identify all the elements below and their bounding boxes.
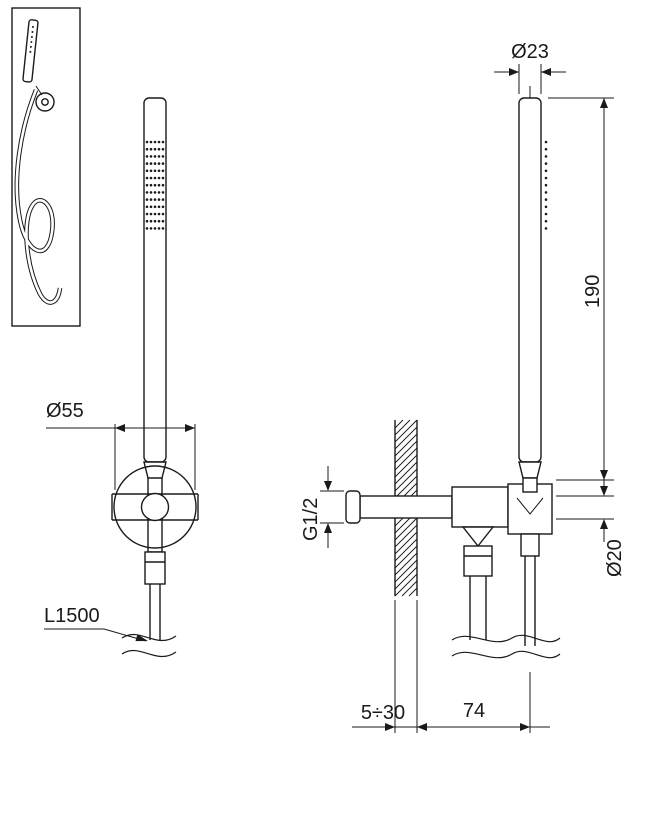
elbow-body — [451, 486, 509, 528]
outlet-nut — [463, 545, 493, 577]
side-handle-taper — [518, 461, 542, 479]
front-handle-taper — [143, 461, 167, 479]
dim-label-wall-offset: 74 — [463, 700, 485, 722]
outlet-cone — [461, 526, 495, 548]
dim-label-handle-length: 190 — [582, 275, 604, 308]
fitting-pipe — [359, 495, 453, 519]
dim-label-front-diameter: Ø55 — [46, 400, 84, 422]
thumbnail-border — [11, 7, 81, 327]
fitting-flange — [345, 490, 361, 524]
front-hose — [121, 584, 177, 658]
side-handle — [518, 97, 542, 463]
thumbnail-spray-dots — [29, 26, 34, 56]
dim-label-wall-range: 5÷30 — [361, 702, 405, 724]
front-dimensions: Ø55 L1500 — [44, 400, 196, 642]
side-handle-hose — [520, 533, 540, 646]
holder-cone-detail — [516, 497, 544, 515]
dim-label-hose-length: L1500 — [44, 605, 100, 627]
thumbnail-holder-hub — [41, 98, 49, 106]
thumbnail-handle — [22, 19, 39, 83]
side-handle-group — [518, 97, 548, 493]
side-hose-break — [451, 634, 561, 659]
thumbnail-inset — [11, 7, 81, 327]
front-spray-dots — [145, 140, 165, 231]
dim-label-side-diameter: Ø23 — [511, 41, 549, 63]
dim-label-thread: G1/2 — [300, 498, 322, 541]
front-hose-break — [121, 633, 177, 642]
thumbnail-holder-arm — [35, 85, 43, 96]
side-dimensions: Ø23 190 Ø20 G1/2 5÷30 74 — [300, 41, 626, 733]
dim-label-outlet-diameter: Ø20 — [604, 539, 626, 577]
side-handle-neck — [522, 477, 538, 493]
front-hose-nut — [144, 551, 166, 585]
front-holder-hub — [140, 492, 170, 522]
handle-hose-nut — [520, 533, 540, 557]
side-elbow-outlet — [461, 526, 495, 640]
thumbnail-holder-ring — [35, 92, 55, 112]
thumbnail-hose — [14, 89, 63, 305]
front-view — [111, 97, 199, 658]
side-view — [345, 86, 561, 659]
side-wall-fitting — [345, 483, 553, 535]
front-handle — [143, 97, 167, 463]
thumbnail-hand-shower — [22, 19, 39, 83]
front-holder — [111, 465, 199, 549]
front-holder-escutcheon — [113, 465, 197, 549]
